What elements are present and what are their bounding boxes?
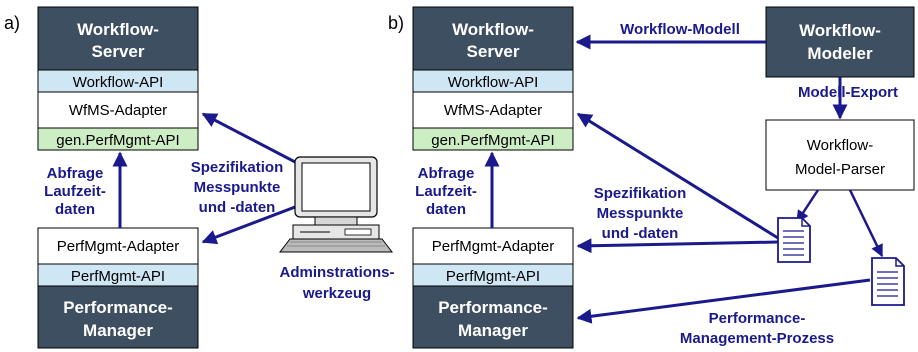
panel-b-gen-perf-api: gen.PerfMgmt-API xyxy=(431,132,554,149)
panel-a-workflow-api: Workflow-API xyxy=(73,74,164,91)
model-export-label: Modell-Export xyxy=(798,84,898,101)
panel-b-wfms-adapter-box xyxy=(412,91,574,129)
panel-a-workflow-server-stack: Workflow- Server Workflow-API WfMS-Adapt… xyxy=(37,6,199,151)
panel-b-spec-arrow-to-wfms xyxy=(576,112,779,240)
panel-a-perf-api: PerfMgmt-API xyxy=(71,268,165,285)
panel-b-perf-adapter: PerfMgmt-Adapter xyxy=(432,238,555,255)
process-line1: Performance- xyxy=(709,310,806,327)
computer-icon xyxy=(278,156,394,253)
panel-a-spec-line1: Spezifikation xyxy=(191,159,284,176)
panel-b-spec-line3: und -daten xyxy=(602,225,679,242)
parser-line2: Model-Parser xyxy=(795,161,885,178)
panel-b-manager-line1: Performance- xyxy=(438,298,548,317)
panel-b-workflow-server-box xyxy=(412,6,574,71)
modeler-line1: Workflow- xyxy=(799,21,881,40)
panel-a-admin-line2: werkzeug xyxy=(302,285,371,302)
panel-a-admin-line1: Adminstrations- xyxy=(279,264,394,281)
panel-b-gen-perf-api-box xyxy=(412,127,574,151)
panel-b-performance-manager-stack: PerfMgmt-Adapter PerfMgmt-API Performanc… xyxy=(412,227,574,349)
panel-a-manager-line2: Manager xyxy=(83,321,153,340)
document-icon xyxy=(871,257,905,306)
panel-a-workflow-server-box xyxy=(37,6,199,71)
panel-a-performance-manager-box xyxy=(37,285,199,349)
panel-b-query-line2: Laufzeit- xyxy=(415,183,477,200)
modeler-line2: Modeler xyxy=(807,44,873,63)
panel-b-spec-arrow-to-perf xyxy=(576,238,779,254)
parser-line1: Workflow- xyxy=(807,137,873,154)
panel-b-server-line2: Server xyxy=(467,42,520,61)
panel-b-spec-line1: Spezifikation xyxy=(594,185,687,202)
panel-b-spec-line2: Messpunkte xyxy=(597,205,684,222)
panel-b-wfms-adapter: WfMS-Adapter xyxy=(444,102,542,119)
workflow-model-parser-box xyxy=(765,119,915,191)
panel-a-server-line1: Workflow- xyxy=(77,20,159,39)
panel-b-perf-api: PerfMgmt-API xyxy=(446,268,540,285)
panel-a-manager-line1: Performance- xyxy=(63,298,173,317)
panel-b-workflow-server-stack: Workflow- Server Workflow-API WfMS-Adapt… xyxy=(412,6,574,151)
parser-to-process-doc-arrow xyxy=(848,189,884,258)
panel-a-perf-adapter-box xyxy=(37,227,199,265)
workflow-modeler-box xyxy=(765,6,915,78)
panel-a-query-line2: Laufzeit- xyxy=(44,183,106,200)
process-line2: Management-Prozess xyxy=(680,330,834,347)
panel-a-query-line1: Abfrage xyxy=(47,165,104,182)
panel-a-server-line2: Server xyxy=(92,42,145,61)
panel-b-manager-line2: Manager xyxy=(458,321,528,340)
panel-b-workflow-api: Workflow-API xyxy=(448,74,539,91)
panel-b-label: b) xyxy=(388,13,404,33)
panel-a-gen-perf-api: gen.PerfMgmt-API xyxy=(56,132,179,149)
panel-a-label: a) xyxy=(4,13,20,33)
panel-a-gen-perf-api-box xyxy=(37,127,199,151)
panel-b-query-line3: daten xyxy=(426,201,466,218)
panel-a-wfms-adapter: WfMS-Adapter xyxy=(69,102,167,119)
panel-b-performance-manager-box xyxy=(412,285,574,349)
panel-b-query-line1: Abfrage xyxy=(418,165,475,182)
panel-b-server-line1: Workflow- xyxy=(452,20,534,39)
document-icon xyxy=(777,217,811,263)
panel-a-spec-line3: und -daten xyxy=(199,199,276,216)
panel-a-spec-line2: Messpunkte xyxy=(194,179,281,196)
panel-a-performance-manager-stack: PerfMgmt-Adapter PerfMgmt-API Performanc… xyxy=(37,227,199,349)
panel-b-perf-adapter-box xyxy=(412,227,574,265)
performance-process-arrow xyxy=(576,278,871,324)
workflow-model-label: Workflow-Modell xyxy=(620,21,740,38)
parser-to-spec-doc-arrow xyxy=(795,189,820,224)
panel-a-wfms-adapter-box xyxy=(37,91,199,129)
panel-a-perf-adapter: PerfMgmt-Adapter xyxy=(57,238,180,255)
panel-a-query-line3: daten xyxy=(55,201,95,218)
